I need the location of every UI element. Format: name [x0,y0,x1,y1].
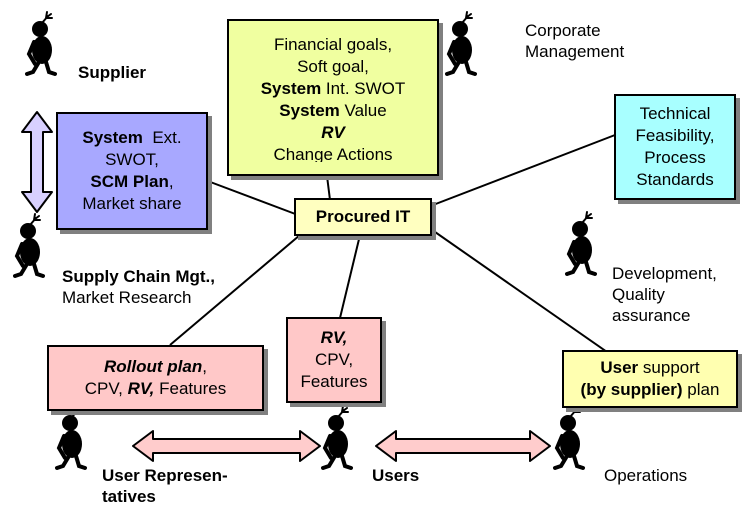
development-line-2: Quality [612,285,665,304]
rv-line-3: Features [300,372,368,391]
line-to-rv [339,234,361,319]
operations-double-arrow-icon [375,430,551,462]
scm-label: Supply Chain Mgt., Market Research [62,266,215,308]
person-user-rep-icon [55,404,87,470]
finance-goals-box: Financial goals, Soft goal, System Int. … [227,19,439,176]
development-line-3: assurance [612,306,691,325]
users-label: Users [372,466,420,485]
development-line-1: Development, [612,264,717,283]
user-rep-double-arrow-icon [132,430,321,462]
rollout-line-2: CPV, RV, Features [84,379,227,398]
corporate-line-1: Corporate [525,21,601,40]
user-rep-line-1: User Represen- [102,466,228,485]
line-to-technical [419,134,616,211]
scm-line-1: Supply Chain Mgt., [62,267,215,286]
supplier-line-2: SWOT, [105,150,159,169]
person-development-icon [565,210,597,276]
support-line-1: User support [600,358,700,377]
technical-line-3: Process [644,148,706,167]
finance-line-5: RV [321,122,345,142]
rv-line-1: RV, [320,328,348,347]
technical-line-4: Standards [636,170,714,189]
finance-line-4: System Value [279,100,387,120]
finance-line-3: System Int. SWOT [260,78,406,98]
user-representatives-label: User Represen- tatives [102,465,228,507]
technical-feasibility-box: Technical Feasibility, Process Standards [614,94,736,200]
supplier-line-4: Market share [82,194,182,213]
finance-line-6: Change Actions [273,144,393,162]
person-users-icon [321,404,353,470]
person-corporate-icon [445,10,477,76]
line-to-rollout [169,234,301,346]
supplier-label: Supplier [78,63,147,82]
technical-line-2: Feasibility, [635,126,715,145]
rollout-line-1: Rollout plan, [104,357,207,376]
user-rep-line-2: tatives [102,487,156,506]
finance-line-1: Financial goals, [273,34,393,54]
person-supplier-icon [25,10,57,76]
supplier-line-1: System Ext. [82,128,182,147]
person-scm-icon [13,212,45,278]
corporate-management-label: Corporate Management [525,20,624,62]
procured-it-box: Procured IT [294,198,432,236]
person-operations-icon [553,404,585,470]
rollout-plan-box: Rollout plan, CPV, RV, Features [47,345,264,411]
supplier-line-3: SCM Plan, [90,172,174,191]
development-label: Development, Quality assurance [612,263,717,326]
rv-line-2: CPV, [314,350,354,369]
support-line-2: (by supplier) plan [580,380,720,399]
finance-line-2: Soft goal, [297,56,369,76]
procured-it-label: Procured IT [315,207,411,226]
operations-label: Operations [604,466,688,485]
rv-features-box: RV, CPV, Features [286,317,382,403]
user-support-box: User support (by supplier) plan [562,350,738,408]
scm-line-2: Market Research [62,288,192,307]
corporate-line-2: Management [525,42,625,61]
supplier-double-arrow-icon [21,111,53,213]
line-to-supplier [204,179,299,216]
supplier-swot-box: System Ext. SWOT, SCM Plan, Market share [56,112,208,230]
technical-line-1: Technical [639,104,711,123]
